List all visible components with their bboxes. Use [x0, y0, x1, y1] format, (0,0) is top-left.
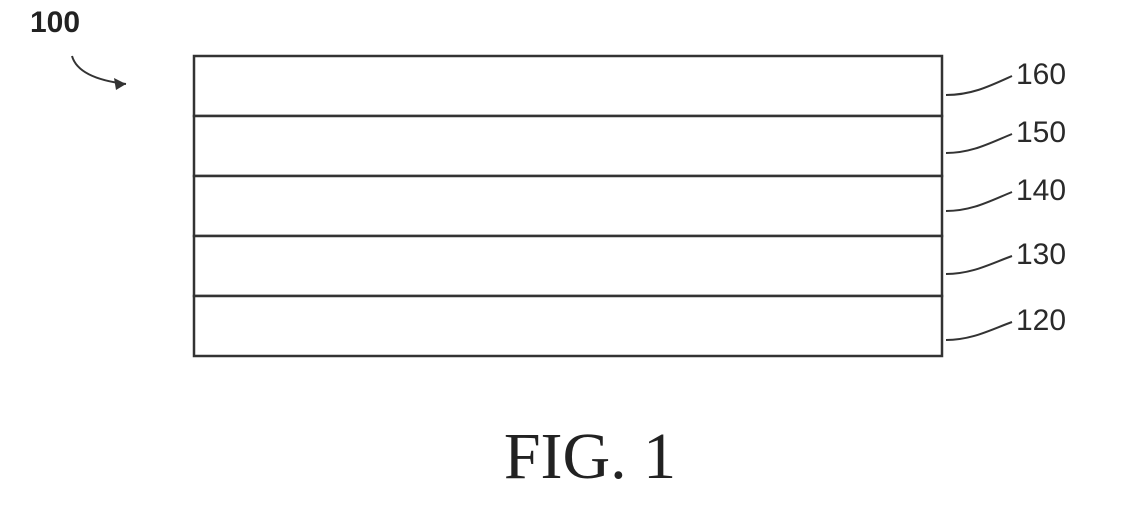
layer-label-140: 140 — [1016, 174, 1066, 207]
layer-stack — [194, 56, 942, 356]
layer-160 — [194, 56, 942, 116]
leader-line-130 — [946, 256, 1012, 274]
layer-label-130: 130 — [1016, 238, 1066, 271]
layer-label-160: 160 — [1016, 58, 1066, 91]
device-reference-label: 100 — [30, 6, 80, 39]
layer-label-150: 150 — [1016, 116, 1066, 149]
leader-line-160 — [946, 76, 1012, 95]
layer-130 — [194, 236, 942, 296]
leader-line-150 — [946, 134, 1012, 153]
layer-150 — [194, 116, 942, 176]
figure-caption: FIG. 1 — [504, 420, 676, 493]
layer-label-120: 120 — [1016, 304, 1066, 337]
device-arrow-icon — [72, 56, 126, 90]
layer-120 — [194, 296, 942, 356]
leader-line-120 — [946, 322, 1012, 340]
leader-line-140 — [946, 192, 1012, 211]
layer-140 — [194, 176, 942, 236]
